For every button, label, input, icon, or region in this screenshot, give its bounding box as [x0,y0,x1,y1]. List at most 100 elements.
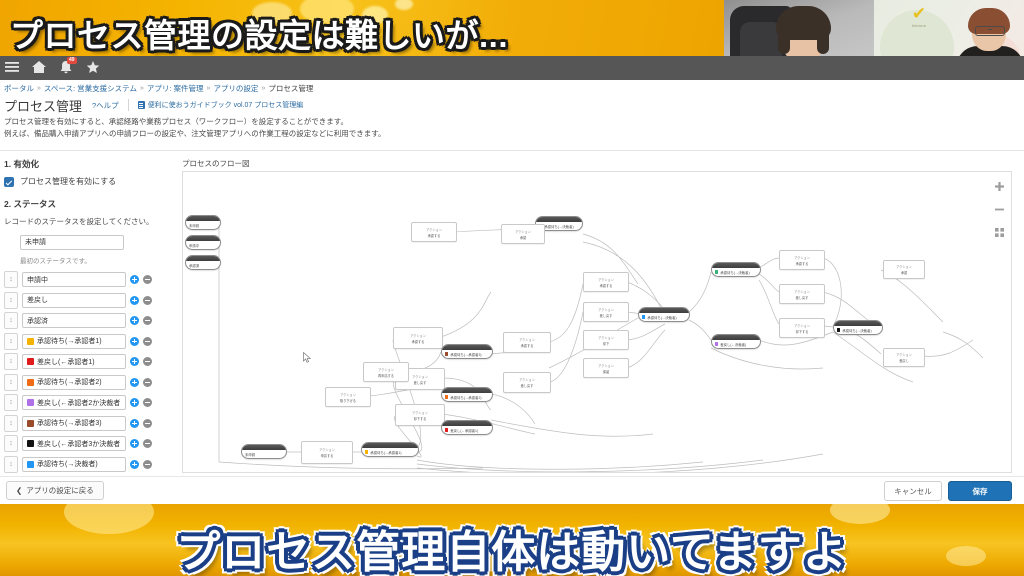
hamburger-icon[interactable] [4,58,20,76]
help-link[interactable]: ?ヘルプ [92,100,119,110]
flow-diagram-canvas[interactable]: 未申請申請中承認済未申請アクション申請する承認待ち(→承認者1)アクション承認す… [182,171,1012,473]
flow-action-node[interactable]: アクション承認 [501,224,545,244]
flow-action-node[interactable]: アクション承認する [503,332,551,353]
flow-status-node[interactable]: 承認待ち(→決裁者) [711,262,761,277]
fit-screen-icon[interactable] [993,226,1006,239]
status-name-input[interactable]: 承認待ち(→承認者3) [22,415,126,431]
flow-action-node[interactable]: アクション却下 [583,330,629,350]
flow-node-label: 承認待ち(→承認者1) [370,450,402,455]
flow-action-node[interactable]: アクション承認する [779,250,825,270]
status-name-input[interactable]: 申請中 [22,272,126,287]
add-status-button[interactable] [130,316,139,325]
flow-action-node[interactable]: アクション取り下げる [325,387,371,407]
remove-status-button[interactable] [143,357,152,366]
flow-status-node[interactable]: 承認待ち(→承認者1) [361,442,419,457]
add-status-button[interactable] [130,377,139,387]
drag-handle-icon[interactable]: ↕ [4,271,18,288]
drag-handle-icon[interactable]: ↕ [4,312,18,329]
enable-process-row[interactable]: プロセス管理を有効にする [4,176,176,187]
remove-status-button[interactable] [143,459,152,469]
flow-status-node[interactable]: 差戻し(←決裁者) [711,334,761,349]
flow-status-node[interactable]: 承認待ち(→決裁者) [535,216,583,231]
remove-status-button[interactable] [143,439,152,448]
breadcrumb-item-0[interactable]: ポータル [4,83,34,93]
status-name-input[interactable]: 承認待ち(→承認者1) [22,333,126,349]
flow-action-node[interactable]: アクション保留 [583,358,629,378]
drag-handle-icon[interactable]: ↕ [4,414,18,432]
status-name-input[interactable]: 承認済 [22,313,126,328]
flow-status-node[interactable]: 申請中 [185,235,221,250]
drag-handle-icon[interactable]: ↕ [4,353,18,370]
drag-handle-icon[interactable]: ↕ [4,332,18,350]
status-name-input[interactable]: 差戻し(←承認者2か決裁者 [22,395,126,410]
flow-action-node[interactable]: アクション承認 [883,260,925,279]
add-status-button[interactable] [130,398,139,407]
home-icon[interactable] [31,58,47,76]
breadcrumb-item-2[interactable]: アプリ: 案件管理 [146,83,204,93]
remove-status-button[interactable] [143,418,152,428]
status-name-input[interactable]: 差戻し(←承認者3か決裁者 [22,436,126,451]
flow-action-node[interactable]: アクション差戻し [883,348,925,367]
add-status-button[interactable] [130,439,139,448]
status-name-input[interactable]: 承認待ち(→決裁者) [22,456,126,472]
enable-process-checkbox[interactable] [4,176,14,187]
remove-status-button[interactable] [143,275,152,284]
flow-status-node[interactable]: 承認待ち(→承認者2) [441,387,493,402]
zoom-in-button[interactable] [993,180,1006,193]
flow-action-node[interactable]: アクション承認する [583,272,629,292]
status-color-swatch [27,440,34,447]
drag-handle-icon[interactable]: ↕ [4,455,18,473]
drag-handle-icon[interactable]: ↕ [4,435,18,452]
flow-status-node[interactable]: 承認済 [185,255,221,270]
status-color-swatch [27,460,34,468]
add-status-button[interactable] [130,275,139,284]
star-icon[interactable] [85,58,101,76]
flow-action-node[interactable]: アクション差し戻す [779,284,825,304]
save-button[interactable]: 保存 [948,481,1012,501]
flow-status-node[interactable]: 未申請 [185,215,221,230]
zoom-out-button[interactable] [993,203,1006,216]
book-icon [137,101,145,109]
flow-action-node[interactable]: アクション承認する [411,222,457,242]
breadcrumb-item-3[interactable]: アプリの設定 [213,83,259,93]
flow-action-node[interactable]: アクション差し戻す [503,372,551,393]
flow-status-node[interactable]: 未申請 [241,444,287,459]
remove-status-button[interactable] [143,336,152,346]
flow-status-node[interactable]: 承認待ち(→決裁者) [833,320,883,335]
add-status-button[interactable] [130,295,139,305]
status-name-input[interactable]: 差戻し(←承認者1) [22,354,126,369]
drag-handle-icon[interactable]: ↕ [4,291,18,309]
flow-status-node[interactable]: 差戻し(←承認者1) [441,420,493,435]
flow-node-header [712,335,760,340]
flow-node-label: 承認済 [189,263,200,268]
remove-status-button[interactable] [143,398,152,407]
back-to-app-settings-button[interactable]: ❮ アプリの設定に戻る [6,481,104,500]
breadcrumb-item-1[interactable]: スペース: 営業支援システム [43,83,137,93]
flow-action-kind: アクション [598,363,614,368]
drag-handle-icon[interactable]: ↕ [4,394,18,411]
flow-action-node[interactable]: アクション却下する [779,318,825,338]
status-name-input[interactable]: 差戻し [22,292,126,308]
status-name-input[interactable]: 未申請 [20,234,124,250]
add-status-button[interactable] [130,418,139,428]
flow-node-label: 承認待ち(→承認者2) [450,395,482,400]
add-status-button[interactable] [130,459,139,469]
flow-action-node[interactable]: アクション承認する [393,327,443,349]
flow-action-node[interactable]: アクション申請する [301,441,353,464]
add-status-button[interactable] [130,336,139,346]
add-status-button[interactable] [130,357,139,366]
flow-status-node[interactable]: 承認待ち(→承認者3) [441,344,493,359]
remove-status-button[interactable] [143,377,152,387]
drag-handle-icon[interactable]: ↕ [4,373,18,391]
flow-diagram-section: プロセスのフロー図 [182,158,1012,473]
remove-status-button[interactable] [143,316,152,325]
status-name-input[interactable]: 承認待ち(→承認者2) [22,374,126,390]
bell-icon[interactable]: 49 [58,57,77,76]
guidebook-link[interactable]: 便利に使おうガイドブック vol.07 プロセス管理編 [137,100,303,110]
remove-status-button[interactable] [143,295,152,305]
flow-action-node[interactable]: アクション却下する [395,404,445,426]
flow-action-node[interactable]: アクション再申請する [363,362,409,382]
flow-action-node[interactable]: アクション差し戻す [583,302,629,322]
cancel-button[interactable]: キャンセル [884,481,942,501]
flow-status-node[interactable]: 承認待ち(→決裁者) [638,307,690,322]
